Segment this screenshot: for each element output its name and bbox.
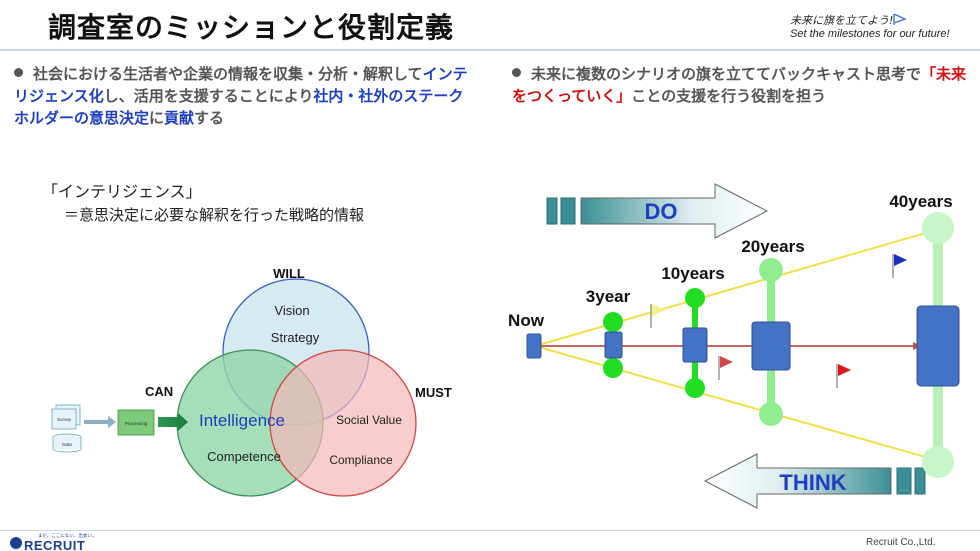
milestone-20-box — [751, 321, 791, 371]
will-label: WILL — [273, 266, 305, 281]
footer-divider — [0, 530, 980, 531]
left-bullet-text-3: に — [149, 109, 165, 127]
think-arrow — [703, 453, 892, 509]
input-arrow — [84, 416, 116, 428]
processing-box — [117, 409, 155, 436]
data-db-outline — [52, 437, 82, 453]
milestone-40-bottom — [922, 446, 954, 478]
competence-label: Competence — [207, 449, 281, 464]
logo-text: RECRUIT — [24, 538, 85, 551]
think-tab-1 — [896, 467, 912, 495]
milestone-40-box — [916, 305, 960, 387]
milestone-10-bottom — [685, 378, 705, 398]
company-name: Recruit Co.,Ltd. — [866, 537, 936, 548]
flag-yellow-icon — [650, 304, 665, 328]
tagline-en: Set the milestones for our future! — [790, 28, 950, 40]
milestone-10-box — [682, 327, 708, 363]
flag-red-small-icon — [718, 356, 733, 380]
intelligence-label: Intelligence — [199, 411, 285, 430]
data-db-label: Data — [62, 442, 72, 447]
think-label: THINK — [779, 470, 846, 495]
left-bullet-highlight-3: 貢献 — [164, 109, 195, 127]
survey-doc-label: Survey — [57, 417, 72, 422]
milestone-20-top — [759, 258, 783, 282]
right-bullet: 未来に複数のシナリオの旗を立ててバックキャスト思考で「未来をつくっていく」ことの… — [512, 63, 972, 107]
milestone-3-label: 3year — [586, 287, 631, 306]
milestone-40-top — [922, 212, 954, 244]
milestone-10-top — [685, 288, 705, 308]
vision-label: Vision — [274, 303, 309, 318]
strategy-label: Strategy — [271, 330, 320, 345]
social-value-label: Social Value — [336, 413, 402, 427]
processing-label: Processing — [125, 421, 148, 426]
left-bullet-highlight-2: 社内・社外のステークホルダーの意思決定 — [14, 87, 464, 127]
do-label: DO — [645, 199, 678, 224]
page-title: 調査室のミッションと役割定義 — [48, 11, 455, 44]
cone-upper-line — [534, 227, 944, 347]
recruit-logo: まだ、ここにない、出会い。 RECRUIT — [10, 532, 96, 551]
must-label: MUST — [415, 385, 452, 400]
survey-doc — [51, 408, 77, 430]
tagline-jp: 未来に旗を立てよう! — [790, 12, 908, 28]
logo-mark-icon — [10, 537, 22, 549]
intelligence-definition: ＝意思決定に必要な解釈を行った戦略的情報 — [64, 206, 365, 224]
tagline-jp-text: 未来に旗を立てよう! — [790, 14, 894, 27]
title-divider — [0, 49, 980, 51]
flag-red-icon — [836, 364, 851, 388]
milestone-40-label: 40years — [889, 192, 952, 211]
milestone-10-label: 10years — [661, 264, 724, 283]
now-label: Now — [508, 311, 545, 330]
milestone-3-top — [603, 312, 623, 332]
milestone-3-bottom — [603, 358, 623, 378]
left-bullet-text-4: する — [194, 109, 225, 127]
flag-icon — [893, 13, 908, 25]
milestone-3-box — [604, 331, 623, 359]
right-bullet-text-2: ことの支援を行う役割を担う — [631, 87, 827, 105]
milestone-20-label: 20years — [741, 237, 804, 256]
left-bullet-highlight-1: インテリジェンス化 — [14, 65, 468, 105]
compliance-label: Compliance — [329, 453, 393, 467]
milestone-20-bottom — [759, 402, 783, 426]
timeline-diagram: DO THINK Now 3year 10years 20years 40yea… — [508, 183, 960, 509]
do-arrow — [580, 183, 769, 239]
venn-diagram: WILL CAN MUST Vision Strategy Intelligen… — [51, 266, 452, 497]
cone-lower-line — [534, 345, 944, 463]
data-db-body — [53, 437, 81, 449]
logo-tagline: まだ、ここにない、出会い。 — [38, 532, 96, 539]
must-circle — [269, 349, 417, 497]
do-tab-2 — [560, 197, 576, 225]
left-bullet: 社会における生活者や企業の情報を収集・分析・解釈してインテリジェンス化し、活用を… — [14, 63, 474, 129]
bullet-dot — [14, 68, 23, 77]
left-bullet-text-1: 社会における生活者や企業の情報を収集・分析・解釈して — [33, 65, 423, 83]
do-tab-1 — [546, 197, 558, 225]
left-bullet-text-2: し、活用を支援することにより — [103, 87, 314, 105]
think-tab-2 — [914, 467, 926, 495]
can-label: CAN — [145, 384, 173, 399]
output-arrow — [158, 413, 188, 431]
right-bullet-text-1: 未来に複数のシナリオの旗を立ててバックキャスト思考で — [531, 65, 922, 83]
right-bullet-highlight: 「未来をつくっていく」 — [512, 65, 967, 105]
flag-blue-icon — [892, 254, 907, 278]
bullet-dot — [512, 68, 521, 77]
now-box — [526, 333, 542, 359]
intelligence-heading: 「インテリジェンス」 — [42, 182, 202, 201]
